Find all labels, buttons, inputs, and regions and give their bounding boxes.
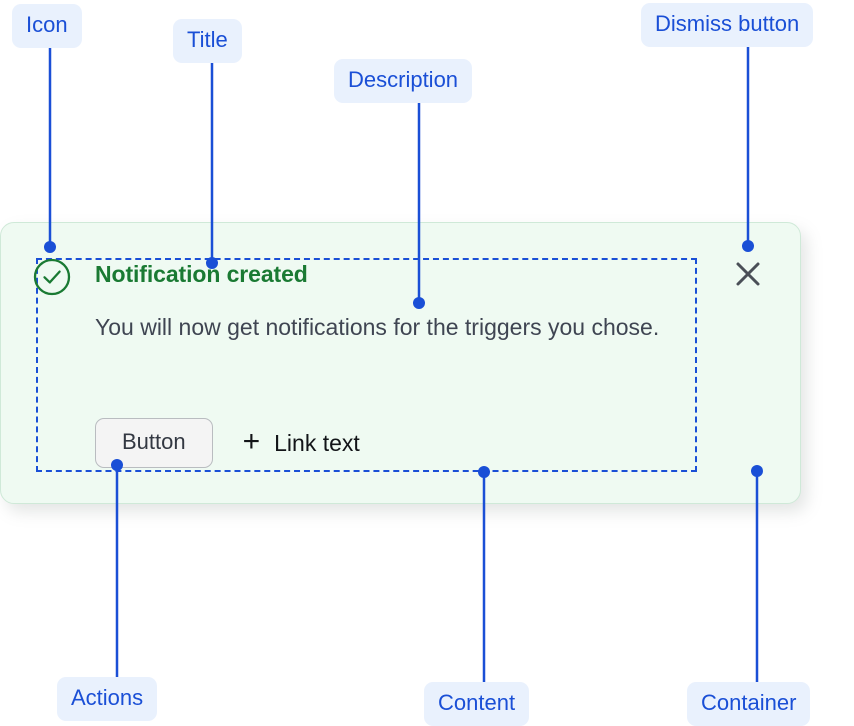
- link-action[interactable]: + Link text: [242, 425, 360, 458]
- callout-label-icon: Icon: [12, 4, 82, 48]
- notification-description: You will now get notifications for the t…: [95, 314, 660, 340]
- dismiss-button[interactable]: [730, 256, 766, 292]
- notification-title: Notification created: [95, 261, 308, 287]
- callout-label-content: Content: [424, 682, 530, 726]
- callout-label-actions: Actions: [57, 677, 158, 721]
- callout-label-description: Description: [334, 59, 473, 103]
- callout-label-dismiss: Dismiss button: [641, 3, 814, 47]
- action-button[interactable]: Button: [95, 418, 213, 468]
- link-action-label: Link text: [274, 429, 360, 456]
- callout-label-container: Container: [687, 682, 811, 726]
- check-circle-icon: [33, 258, 71, 296]
- callout-label-title: Title: [173, 19, 242, 63]
- plus-icon: +: [242, 425, 261, 458]
- close-icon: [736, 262, 760, 286]
- notification-actions: Button + Link text: [95, 418, 360, 468]
